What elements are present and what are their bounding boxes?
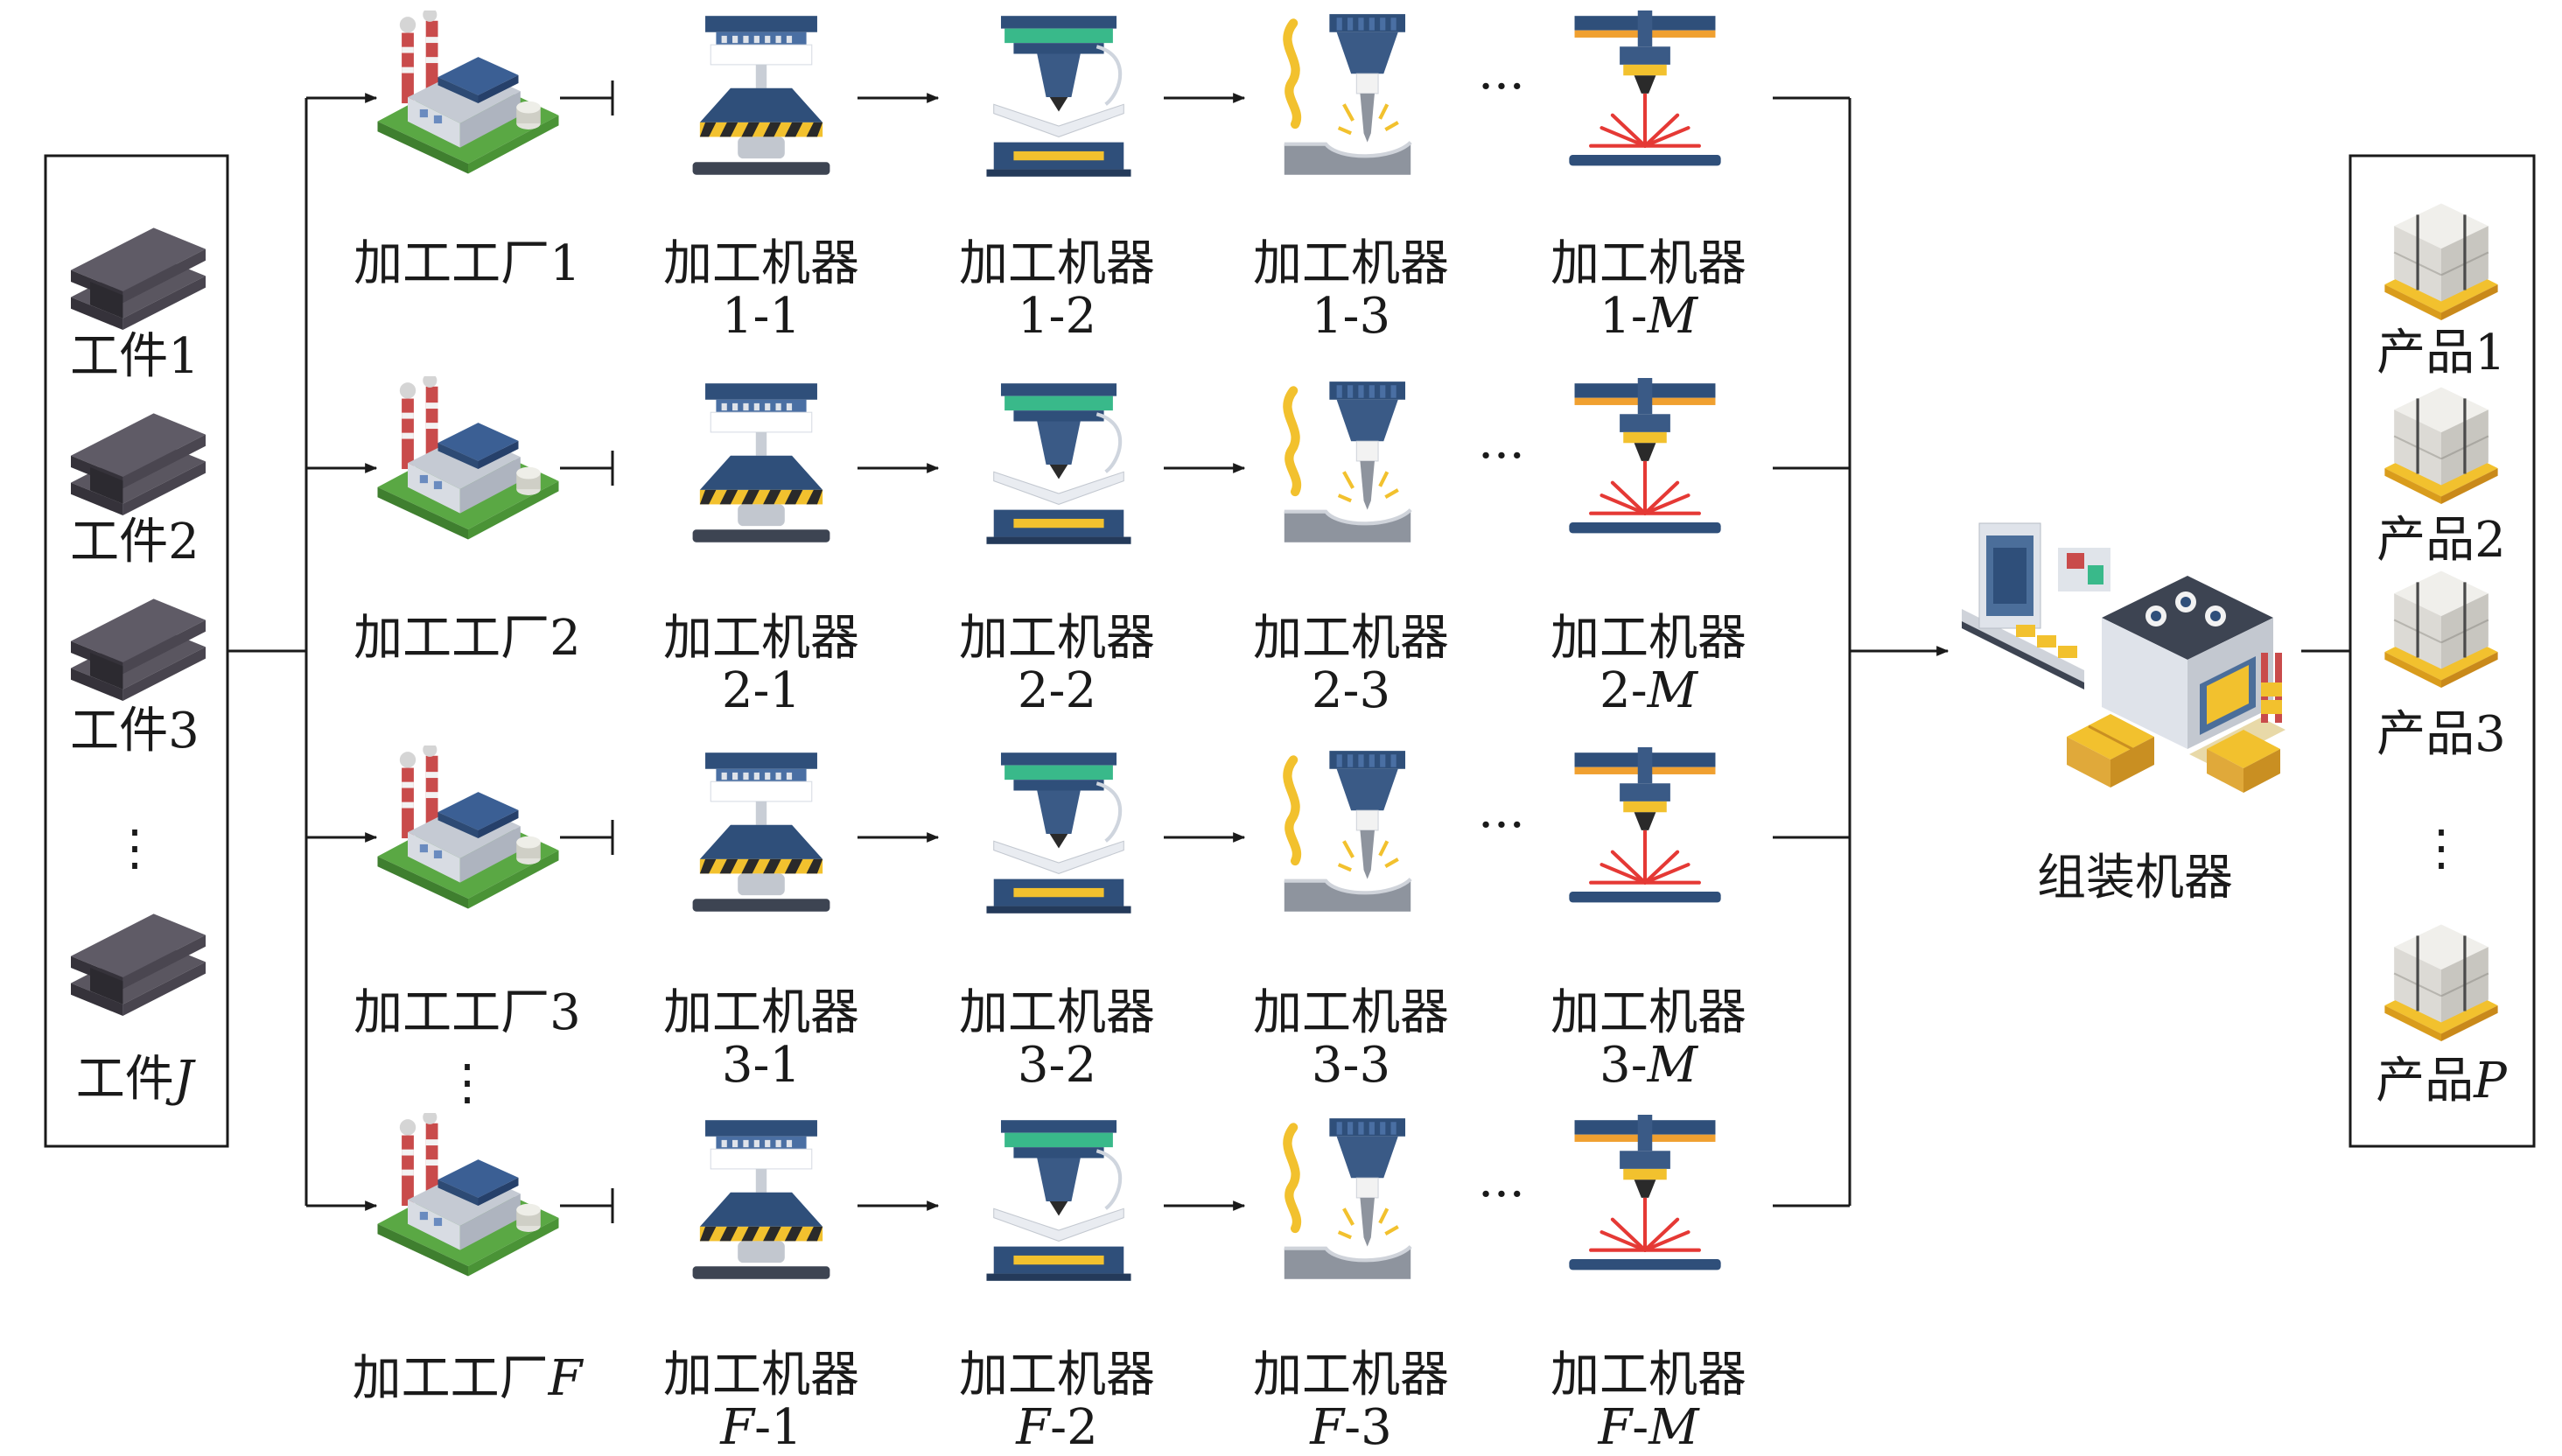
pallet-boxes-icon	[2383, 201, 2500, 320]
machine-row-2	[692, 378, 1721, 544]
steel-beam-icon	[71, 228, 206, 330]
hydraulic-press-icon	[692, 752, 830, 913]
workpiece-label-3: 工件3	[70, 703, 200, 760]
hydraulic-press-icon	[692, 1119, 830, 1280]
workpiece-ellipsis: ⋮	[110, 820, 159, 877]
press-brake-icon	[986, 752, 1130, 914]
hydraulic-press-icon	[692, 382, 830, 543]
factory-label-2: 加工工厂2	[354, 610, 581, 667]
machine-ellipsis-row-F: ···	[1478, 1166, 1525, 1223]
factory-icon	[377, 746, 559, 909]
machine-row-1	[692, 10, 1721, 177]
press-brake-icon	[986, 16, 1130, 177]
factory-label-F: 加工工厂F	[352, 1350, 583, 1407]
assembly-line-icon	[1960, 522, 2287, 794]
product-label-2: 产品2	[2376, 512, 2506, 569]
workpiece-label-2: 工件2	[70, 514, 200, 570]
pallet-boxes-icon	[2383, 385, 2500, 504]
product-label-P: 产品P	[2376, 1053, 2507, 1110]
row-1-links	[560, 80, 1850, 116]
machine-ellipsis-row-2: ···	[1478, 428, 1525, 485]
press-brake-icon	[986, 383, 1130, 544]
factory-icon	[377, 10, 559, 174]
workpiece-label-J: 工件J	[75, 1051, 194, 1108]
assembly-label: 组装机器	[2037, 850, 2233, 906]
machine-row-3	[692, 747, 1721, 914]
row-F-links	[560, 1188, 1850, 1223]
steel-beam-icon	[71, 413, 206, 515]
steel-beam-icon	[71, 914, 206, 1016]
machine-ellipsis-row-1: ···	[1478, 59, 1525, 116]
hydraulic-press-icon	[692, 15, 830, 176]
machine-row-F	[692, 1115, 1721, 1281]
factory-label-1: 加工工厂1	[354, 235, 581, 292]
product-label-1: 产品1	[2376, 325, 2506, 382]
press-brake-icon	[986, 1120, 1130, 1281]
factory-label-3: 加工工厂3	[354, 984, 581, 1041]
steel-beam-icon	[71, 598, 206, 701]
row-2-links	[560, 451, 1850, 486]
laser-cutter-icon	[1569, 378, 1720, 533]
machine-ellipsis-row-3: ···	[1478, 797, 1525, 854]
factory-ellipsis: ⋮	[443, 1054, 492, 1111]
row-3-links	[560, 820, 1850, 855]
laser-cutter-icon	[1569, 1115, 1720, 1270]
workpiece-label-1: 工件1	[70, 328, 200, 385]
product-ellipsis: ⋮	[2417, 820, 2466, 877]
laser-cutter-icon	[1569, 747, 1720, 902]
factory-icon	[377, 1113, 559, 1277]
product-label-3: 产品3	[2376, 706, 2506, 763]
pallet-boxes-icon	[2383, 922, 2500, 1041]
milling-machine-icon	[1284, 382, 1410, 542]
milling-machine-icon	[1284, 751, 1410, 912]
milling-machine-icon	[1284, 1118, 1410, 1279]
pallet-boxes-icon	[2383, 569, 2500, 688]
laser-cutter-icon	[1569, 10, 1720, 165]
milling-machine-icon	[1284, 14, 1410, 175]
factory-icon	[377, 376, 559, 540]
